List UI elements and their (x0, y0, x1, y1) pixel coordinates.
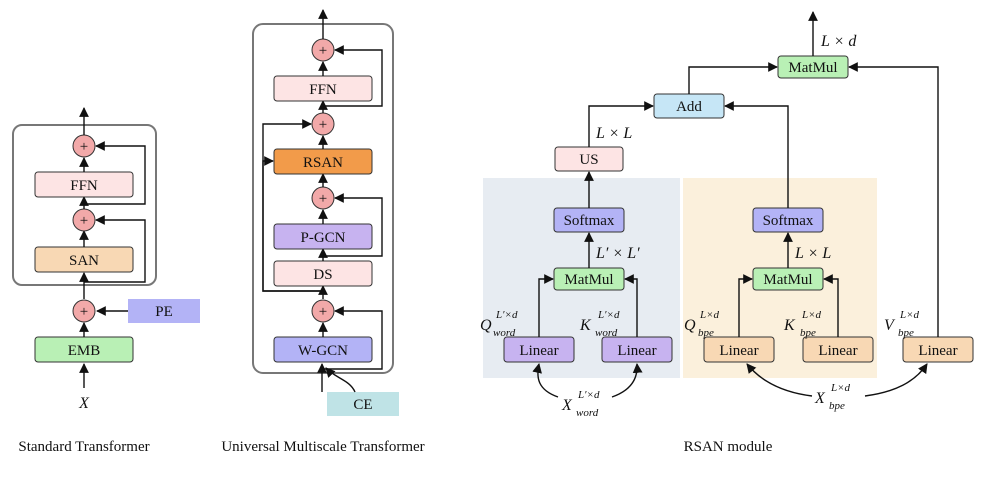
svg-text:X: X (561, 397, 573, 414)
label-l-l: L × L (794, 245, 831, 262)
universal-plus-1 (311, 299, 335, 323)
rsan-module: Linear Linear Linear Linear Linear Q wor… (480, 11, 974, 455)
ds-label: DS (313, 267, 332, 283)
input-x-word: X word L′×d (561, 389, 600, 419)
standard-transformer: X EMB + PE SAN + FFN + Standard Transfor… (12, 107, 200, 455)
caption-rsan: RSAN module (684, 439, 773, 455)
plus-symbol: + (80, 213, 88, 229)
universal-ffn-label: FFN (309, 82, 337, 98)
svg-text:bpe: bpe (800, 327, 816, 339)
label-k-word: K word L′×d (579, 309, 620, 339)
pe-label: PE (155, 304, 173, 320)
matmul-label: MatMul (788, 60, 837, 76)
label-q-word: Q word L′×d (480, 309, 518, 339)
svg-text:L×d: L×d (801, 309, 822, 321)
softmax-label: Softmax (564, 213, 615, 229)
softmax-label: Softmax (763, 213, 814, 229)
caption-universal: Universal Multiscale Transformer (221, 439, 424, 455)
plus-symbol: + (319, 304, 327, 320)
san-label: SAN (69, 253, 99, 269)
plus-symbol: + (80, 139, 88, 155)
svg-text:word: word (493, 327, 516, 339)
label-k-bpe: K bpe L×d (783, 309, 822, 339)
wgcn-label: W-GCN (298, 343, 348, 359)
ce-box (327, 392, 399, 416)
label-l-d: L × d (820, 33, 857, 50)
universal-transformer: CE W-GCN + DS P-GCN + RSAN + FFN + (221, 9, 425, 455)
svg-text:word: word (576, 407, 599, 419)
pgcn-label: P-GCN (300, 230, 345, 246)
svg-text:L′×d: L′×d (577, 389, 600, 401)
svg-text:K: K (579, 317, 592, 334)
svg-text:bpe: bpe (829, 400, 845, 412)
label-q-bpe: Q bpe L×d (684, 309, 720, 339)
us-label: US (579, 152, 598, 168)
svg-text:L′×d: L′×d (597, 309, 620, 321)
standard-ffn-label: FFN (70, 178, 98, 194)
rsan-label: RSAN (303, 155, 343, 171)
svg-text:L×d: L×d (699, 309, 720, 321)
label-us-l-l: L × L (595, 125, 632, 142)
plus-symbol: + (319, 43, 327, 59)
input-x-bpe: X bpe L×d (814, 382, 851, 412)
pe-box (128, 299, 200, 323)
linear-label: Linear (818, 343, 857, 359)
svg-text:bpe: bpe (698, 327, 714, 339)
svg-text:L×d: L×d (899, 309, 920, 321)
emb-label: EMB (68, 343, 101, 359)
svg-text:K: K (783, 317, 796, 334)
svg-text:L×d: L×d (830, 382, 851, 394)
svg-text:Q: Q (480, 317, 492, 334)
standard-input-x: X (78, 395, 90, 412)
svg-text:word: word (595, 327, 618, 339)
add-label: Add (676, 99, 702, 115)
linear-label: Linear (617, 343, 656, 359)
linear-label: Linear (519, 343, 558, 359)
matmul-label: MatMul (564, 272, 613, 288)
linear-label: Linear (918, 343, 957, 359)
plus-symbol: + (319, 191, 327, 207)
svg-text:X: X (814, 390, 826, 407)
label-lprime-lprime: L′ × L′ (595, 245, 640, 262)
plus-symbol: + (80, 304, 88, 320)
ce-label: CE (353, 397, 372, 413)
svg-text:L′×d: L′×d (495, 309, 518, 321)
label-v-bpe: V bpe L×d (884, 309, 920, 339)
caption-standard: Standard Transformer (18, 439, 149, 455)
svg-text:bpe: bpe (898, 327, 914, 339)
matmul-label: MatMul (763, 272, 812, 288)
svg-text:Q: Q (684, 317, 696, 334)
plus-symbol: + (319, 117, 327, 133)
linear-label: Linear (719, 343, 758, 359)
standard-plus-pe (72, 299, 96, 323)
svg-text:V: V (884, 317, 896, 334)
